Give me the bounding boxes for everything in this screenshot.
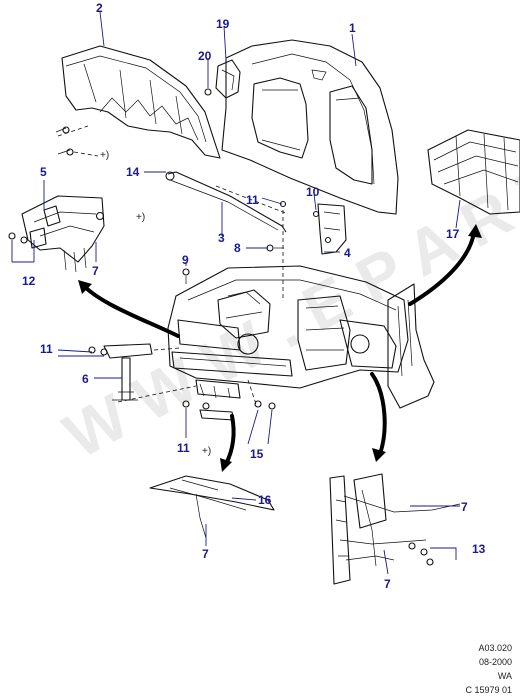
plus-marks: +) +) +) [100, 150, 211, 457]
callout-15: 15 [250, 447, 264, 461]
wiring-detail [329, 473, 461, 585]
cowl-panel-detail [427, 129, 520, 215]
callout-5: 5 [40, 165, 47, 179]
hood-latch-part [204, 59, 241, 99]
callout-labels: 1 2 3 4 5 6 7 7 7 7 8 9 10 11 11 11 12 1… [22, 1, 486, 591]
callout-11-top: 11 [246, 193, 259, 207]
drawing-date: 08-2000 [478, 657, 512, 667]
callout-4: 4 [344, 246, 351, 260]
callout-11-bottom: 11 [177, 441, 190, 455]
callout-13: 13 [472, 542, 486, 556]
callout-17: 17 [446, 227, 460, 241]
radiator-bracket-part [8, 195, 105, 273]
drawing-number: C 15979 01 [465, 685, 512, 695]
fastener-group-left [55, 125, 99, 157]
plus-mark-bottom: +) [202, 446, 211, 457]
detail-arrow-lower-right [370, 372, 387, 462]
detail-arrow-lower-middle [220, 414, 236, 472]
callout-14: 14 [126, 165, 140, 179]
callout-7-wiring-top: 7 [461, 500, 468, 514]
drawing-code: A03.020 [478, 643, 512, 653]
hinge-part [312, 203, 347, 255]
small-fasteners [182, 200, 287, 300]
plus-mark-top: +) [100, 150, 109, 161]
leader-lines [11, 11, 461, 575]
plus-mark-bracket: +) [136, 212, 145, 223]
detail-arrow-left [78, 280, 180, 338]
callout-10: 10 [306, 185, 320, 199]
callout-1: 1 [349, 21, 356, 35]
prop-rod-part [165, 171, 289, 233]
callout-9: 9 [182, 253, 189, 267]
detail-arrow-upper-right [408, 224, 482, 306]
callout-16: 16 [258, 493, 272, 507]
callout-11-left: 11 [40, 342, 53, 356]
drawing-region: WA [497, 671, 512, 681]
callout-3: 3 [218, 231, 225, 245]
splash-shield-part [61, 45, 221, 159]
front-body-structure [117, 265, 409, 405]
callout-2: 2 [96, 1, 103, 15]
callout-6: 6 [82, 372, 89, 386]
callout-7-lower-middle: 7 [202, 547, 209, 561]
callout-19: 19 [216, 17, 230, 31]
lower-bracket-part [88, 343, 181, 401]
callout-8: 8 [234, 241, 241, 255]
callout-12: 12 [22, 274, 36, 288]
callout-7-left: 7 [92, 264, 99, 278]
drawing-reference: A03.020 08-2000 WA C 15979 01 [465, 641, 512, 697]
bonnet-part [221, 39, 399, 215]
callout-7-wiring-bottom: 7 [384, 577, 391, 591]
lower-cable-detail [149, 475, 275, 539]
callout-20: 20 [198, 49, 212, 63]
